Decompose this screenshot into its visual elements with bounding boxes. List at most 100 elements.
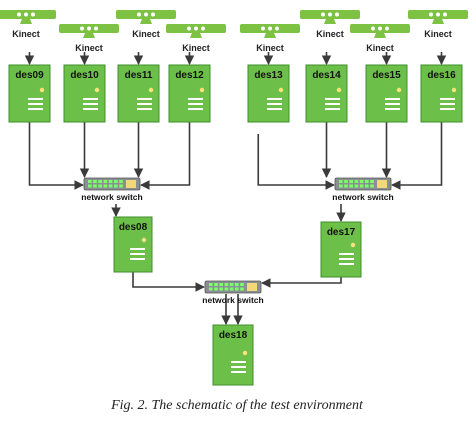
switch-port <box>365 180 369 183</box>
figure-caption: Fig. 2. The schematic of the test enviro… <box>111 398 363 413</box>
server-vent <box>137 108 152 110</box>
kinect-label: Kinect <box>75 43 103 53</box>
kinect-lens-dot <box>137 12 141 17</box>
switch-port <box>365 184 369 188</box>
kinect-sensor-2: Kinect <box>116 10 176 39</box>
kinect-lens-dot <box>261 26 265 31</box>
kinect-lens-dot <box>144 12 148 17</box>
server-vent <box>83 108 98 110</box>
kinect-label: Kinect <box>424 29 452 39</box>
kinect-lens-dot <box>429 12 433 17</box>
kinect-lens-dot <box>268 26 272 31</box>
server-vent <box>28 108 43 110</box>
server-label: des15 <box>372 70 401 81</box>
kinect-lens-dot <box>151 12 155 17</box>
switch-port <box>240 283 244 286</box>
server-body <box>365 64 408 123</box>
server-label: des17 <box>327 227 356 238</box>
kinect-stand <box>324 19 336 24</box>
server-body <box>320 221 362 278</box>
switch-port <box>229 287 234 291</box>
switch-port <box>219 287 223 291</box>
server-des14: des14 <box>305 64 348 123</box>
server-led <box>148 87 154 93</box>
switch-port <box>98 184 102 188</box>
server-vent <box>83 103 98 105</box>
server-vent <box>325 103 340 105</box>
switch-port <box>344 180 348 183</box>
switch-port <box>88 184 92 188</box>
server-led <box>278 87 284 93</box>
kinect-stand <box>264 33 276 38</box>
switch-port <box>219 283 223 286</box>
server-led <box>199 87 205 93</box>
kinect-sensor-0: Kinect <box>0 10 56 39</box>
kinect-lens-dot <box>194 26 198 31</box>
switch-port <box>214 283 218 286</box>
switch-port <box>114 180 118 183</box>
connector-line <box>391 122 443 190</box>
kinect-stand <box>140 19 152 24</box>
switch-port <box>235 287 239 291</box>
server-label: des16 <box>427 70 456 81</box>
switch-port <box>344 184 348 188</box>
kinect-stand <box>432 19 444 24</box>
kinect-lens-dot <box>443 12 447 17</box>
kinect-lens-dot <box>17 12 21 17</box>
network-switch-2: network switch <box>332 177 394 202</box>
switch-port <box>235 283 239 286</box>
server-led <box>141 237 147 243</box>
switch-port <box>214 287 218 291</box>
kinect-label: Kinect <box>256 43 284 53</box>
server-des08: des08 <box>113 216 153 273</box>
kinect-sensor-1: Kinect <box>59 24 119 53</box>
server-label: des12 <box>175 70 204 81</box>
server-vent <box>440 103 455 105</box>
switch-port <box>119 184 123 188</box>
kinect-lens-dot <box>87 26 91 31</box>
server-vent <box>83 98 98 100</box>
server-vent <box>130 258 145 260</box>
server-vent <box>188 108 203 110</box>
switch-port <box>88 180 92 183</box>
kinect-lens-dot <box>80 26 84 31</box>
switch-label: network switch <box>332 192 393 202</box>
switch-port <box>359 180 364 183</box>
server-des12: des12 <box>168 64 211 123</box>
server-label: des08 <box>119 222 148 233</box>
kinect-lens-dot <box>385 26 389 31</box>
server-led <box>39 87 45 93</box>
network-switch-3: network switch <box>202 280 264 305</box>
server-vent <box>339 258 354 260</box>
kinect-lens-dot <box>335 12 339 17</box>
server-vent <box>137 103 152 105</box>
kinect-label: Kinect <box>132 29 160 39</box>
server-body <box>212 324 254 386</box>
server-vent <box>325 108 340 110</box>
server-vent <box>440 108 455 110</box>
server-des17: des17 <box>320 221 362 278</box>
server-vent <box>28 98 43 100</box>
server-vent <box>385 98 400 100</box>
kinect-lens-dot <box>328 12 332 17</box>
server-vent <box>231 371 246 373</box>
server-led <box>451 87 457 93</box>
switch-port <box>349 180 353 183</box>
server-led <box>396 87 402 93</box>
switch-port <box>108 180 113 183</box>
server-led <box>242 350 248 356</box>
switch-port <box>339 184 343 188</box>
server-vent <box>267 108 282 110</box>
switch-port <box>224 283 229 286</box>
server-vent <box>231 361 246 363</box>
server-vent <box>385 108 400 110</box>
switch-label: network switch <box>202 295 263 305</box>
kinect-lens-dot <box>201 26 205 31</box>
server-body <box>168 64 211 123</box>
switch-port <box>209 287 213 291</box>
kinect-label: Kinect <box>182 43 210 53</box>
kinect-stand <box>374 33 386 38</box>
server-vent <box>130 248 145 250</box>
server-vent <box>267 103 282 105</box>
